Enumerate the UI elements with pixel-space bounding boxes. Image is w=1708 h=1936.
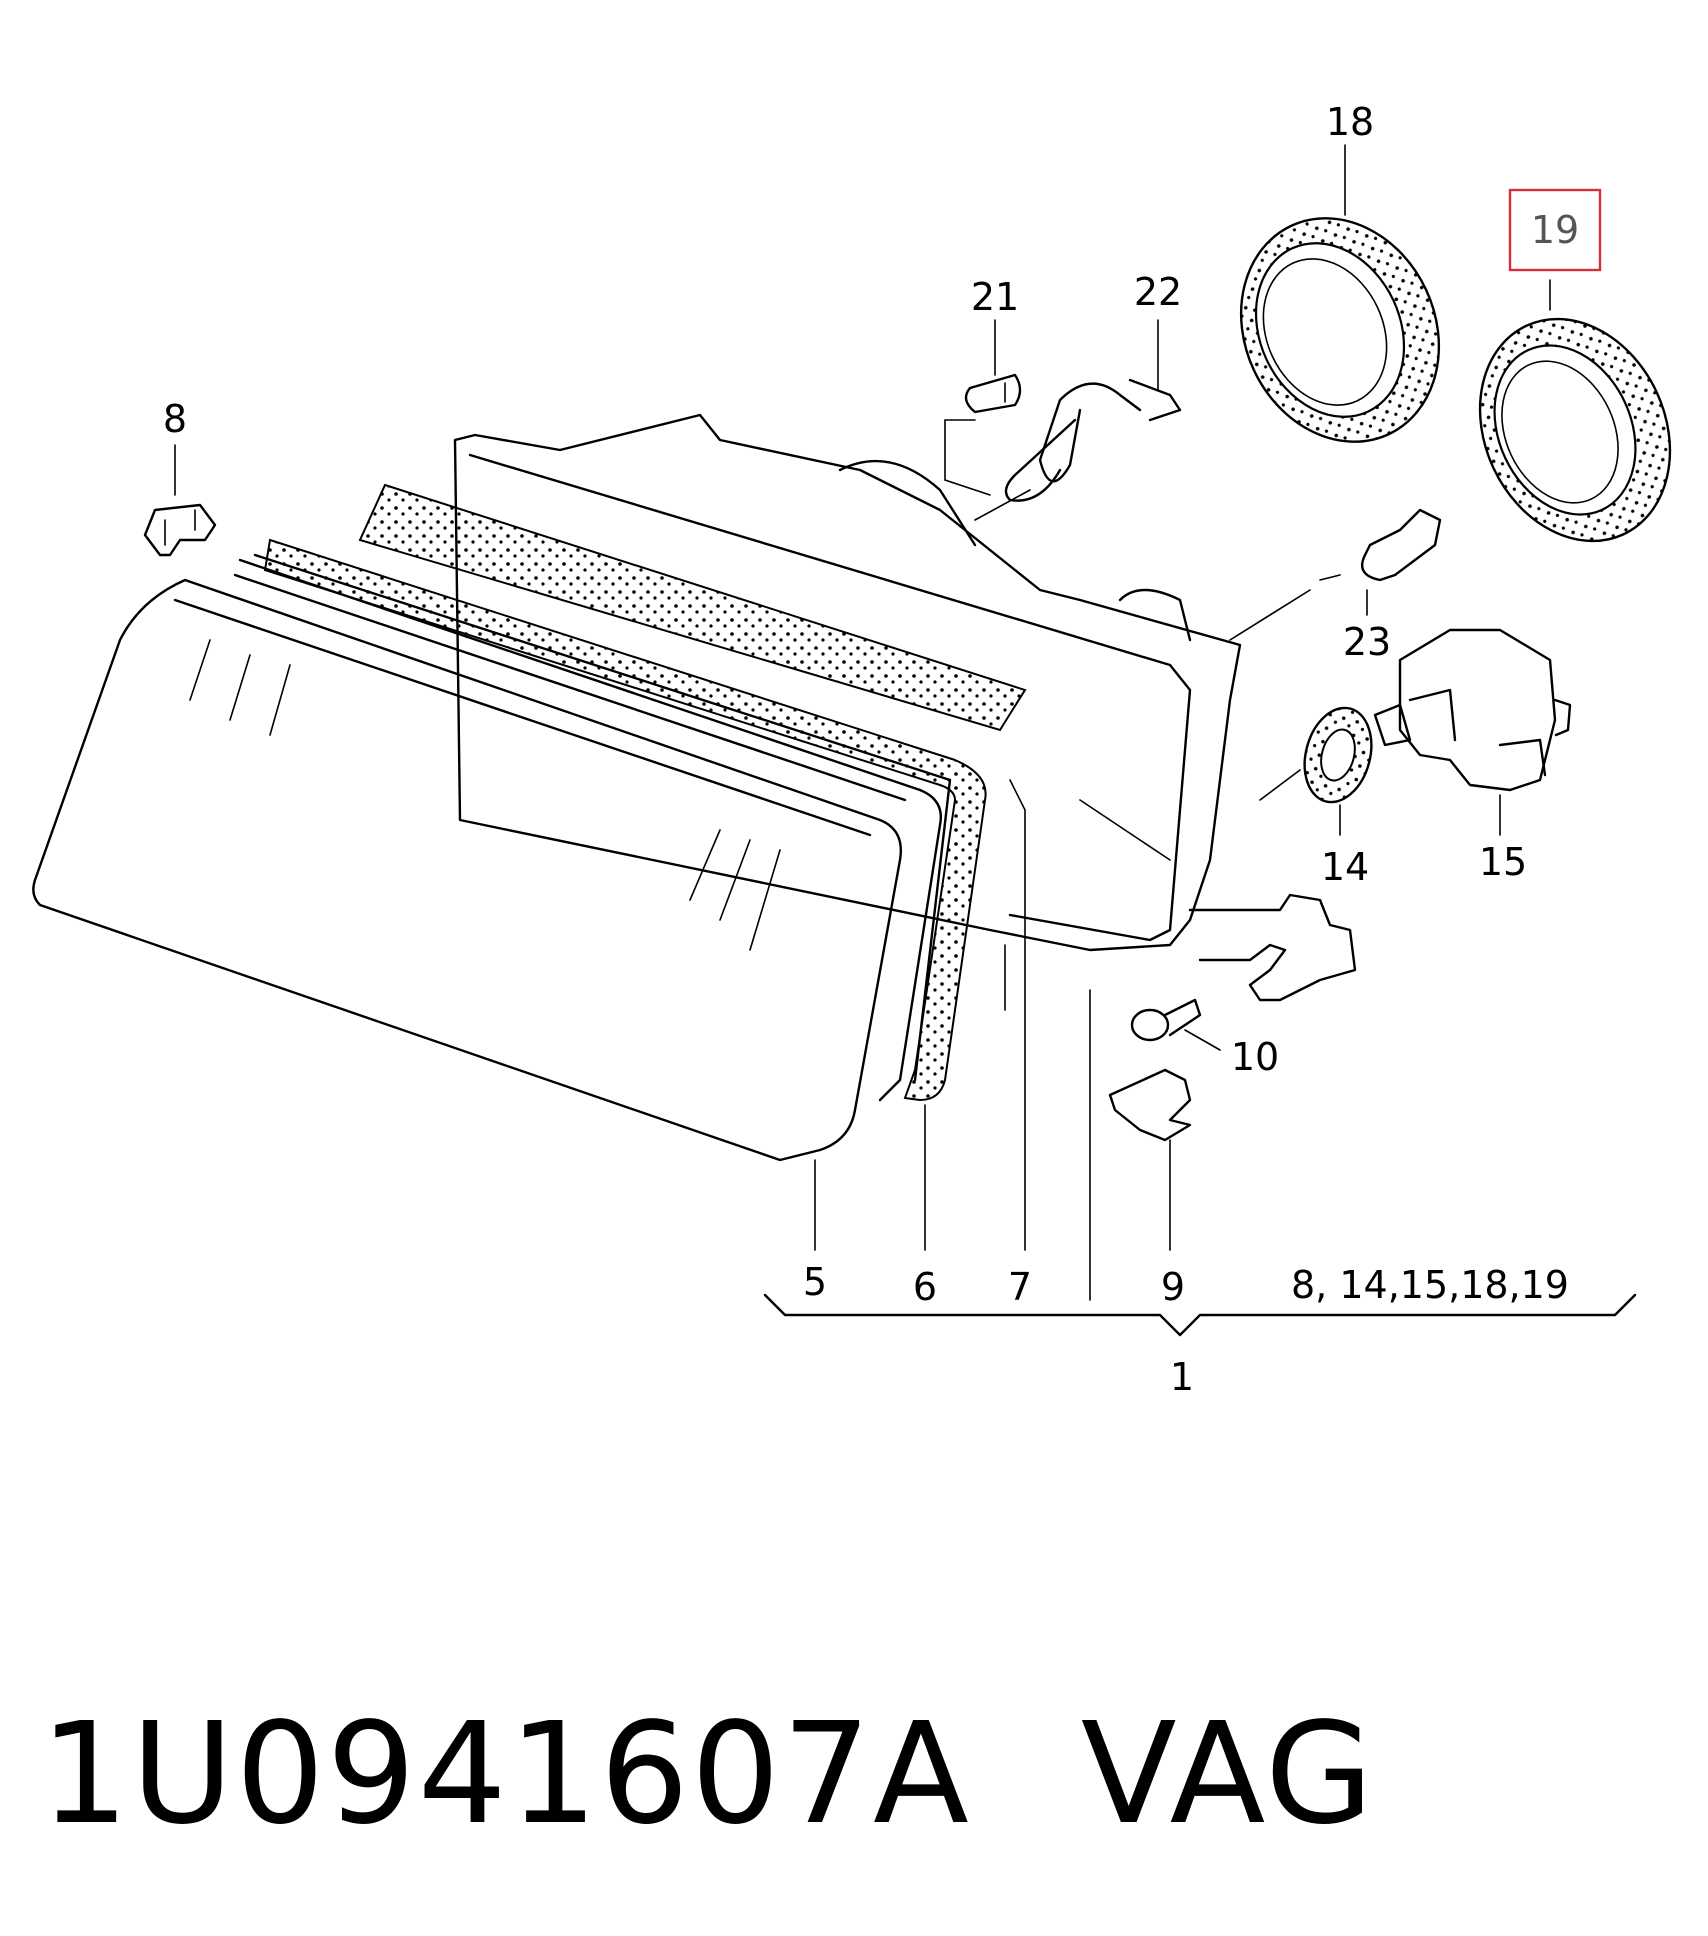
bulb-23 — [1229, 508, 1442, 641]
grommet-14 — [1259, 706, 1373, 804]
callout-19: 19 — [1531, 208, 1579, 252]
headlight-exploded-diagram: 18 19 21 22 8 23 14 15 10 5 6 7 9 8, 14,… — [32, 100, 1672, 1399]
bulb-22 — [974, 378, 1182, 521]
callout-9: 9 — [1161, 1265, 1185, 1309]
headlight-housing — [453, 413, 1242, 1011]
cover-ring-19 — [1478, 317, 1672, 543]
mounting-bracket — [1188, 893, 1357, 1002]
lens-5 — [32, 578, 902, 1162]
callout-8-top: 8 — [163, 397, 187, 441]
cover-ring-18 — [1239, 217, 1441, 443]
adjuster-motor-15 — [1373, 628, 1572, 792]
bulb-21 — [944, 373, 1022, 496]
screw-10 — [1130, 998, 1202, 1042]
callout-1: 1 — [1170, 1355, 1194, 1399]
housing-seal-7 — [358, 483, 1027, 732]
callout-21: 21 — [971, 275, 1019, 319]
gasket-6 — [253, 538, 987, 1102]
leader-lines — [174, 144, 1551, 1301]
callout-15: 15 — [1479, 840, 1527, 884]
callout-18: 18 — [1326, 100, 1374, 144]
callout-23: 23 — [1343, 620, 1391, 664]
part-number: 1U0941607A — [40, 1693, 971, 1856]
callout-set: 8, 14,15,18,19 — [1291, 1263, 1569, 1307]
highlight-box-19 — [1508, 188, 1602, 272]
callout-22: 22 — [1134, 270, 1182, 314]
lens-frame — [233, 558, 942, 1102]
callout-5: 5 — [803, 1260, 827, 1304]
assembly-bracket — [763, 1293, 1637, 1337]
callout-10: 10 — [1231, 1035, 1279, 1079]
clip-9 — [1108, 1068, 1192, 1142]
part-caption: 1U0941607A VAG — [40, 1690, 1440, 1860]
clip-8 — [143, 503, 217, 557]
callout-7: 7 — [1008, 1265, 1032, 1309]
brand-name: VAG — [1080, 1693, 1376, 1856]
callout-14: 14 — [1321, 845, 1369, 889]
callout-6: 6 — [913, 1265, 937, 1309]
